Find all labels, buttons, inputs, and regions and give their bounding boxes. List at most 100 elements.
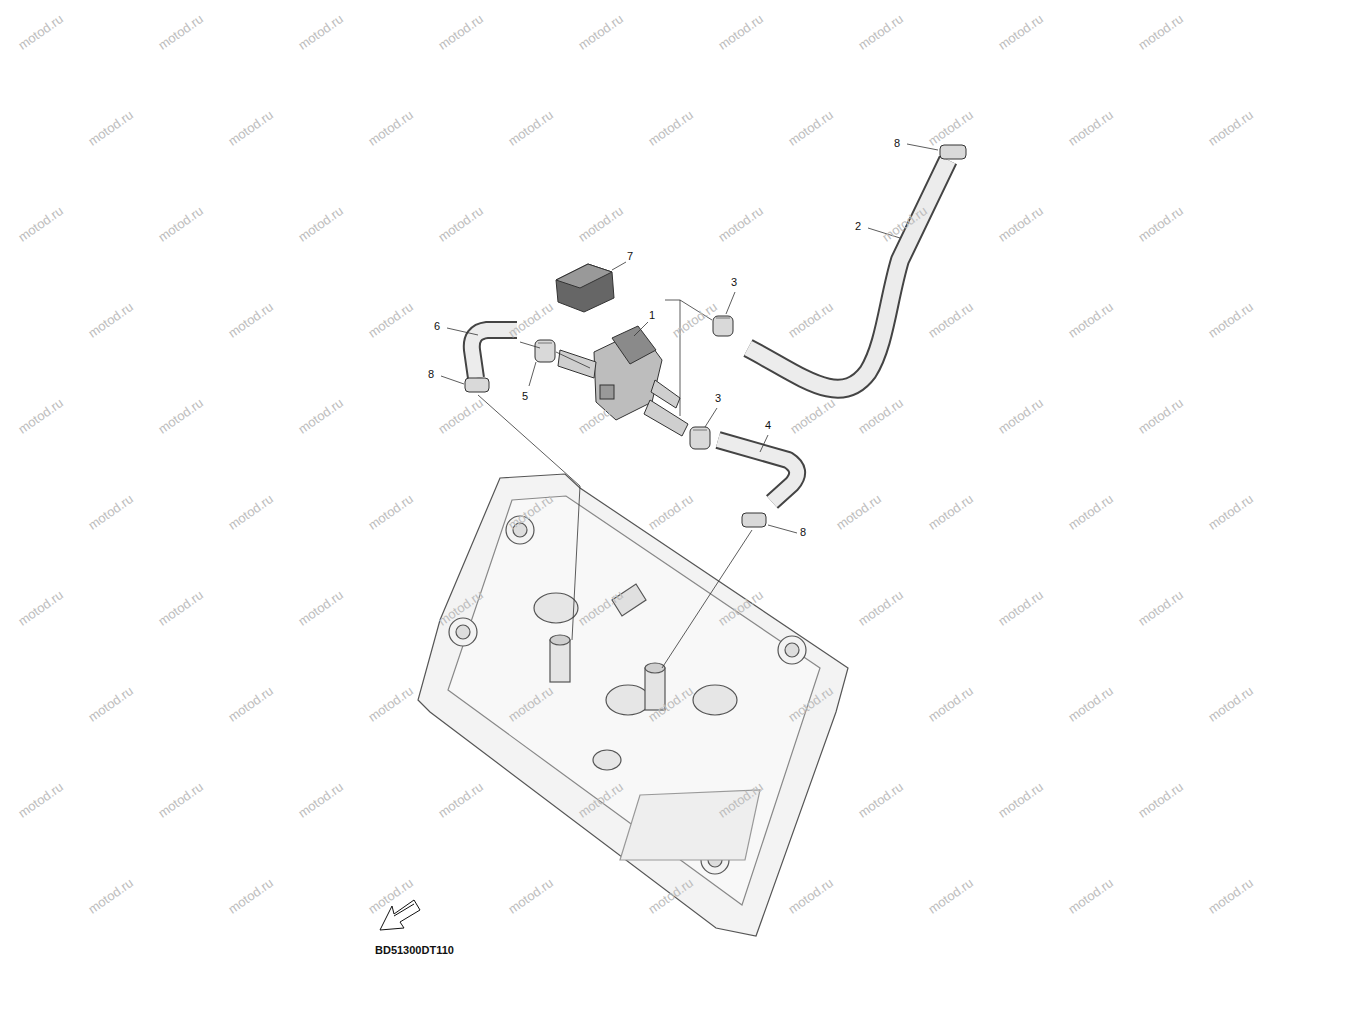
watermark: motod.ru — [716, 12, 766, 53]
watermark: motod.ru — [670, 300, 720, 341]
watermark: motod.ru — [1066, 300, 1116, 341]
watermark: motod.ru — [296, 780, 346, 821]
callout-number: 6 — [434, 320, 440, 332]
watermark: motod.ru — [506, 492, 556, 533]
watermark: motod.ru — [786, 876, 836, 917]
watermark: motod.ru — [16, 396, 66, 437]
watermark: motod.ru — [996, 12, 1046, 53]
watermark: motod.ru — [226, 684, 276, 725]
callout-number: 3 — [731, 276, 737, 288]
watermark: motod.ru — [1136, 588, 1186, 629]
callout-number: 8 — [800, 526, 806, 538]
watermark: motod.ru — [786, 684, 836, 725]
watermark: motod.ru — [86, 684, 136, 725]
watermark: motod.ru — [366, 876, 416, 917]
callout-number: 2 — [855, 220, 861, 232]
watermark: motod.ru — [834, 492, 884, 533]
watermark: motod.ru — [926, 300, 976, 341]
watermark: motod.ru — [996, 204, 1046, 245]
watermark: motod.ru — [1206, 108, 1256, 149]
watermark: motod.ru — [226, 108, 276, 149]
watermark: motod.ru — [646, 876, 696, 917]
watermark: motod.ru — [576, 780, 626, 821]
callout-number: 7 — [627, 250, 633, 262]
watermark: motod.ru — [86, 876, 136, 917]
air-hose — [472, 160, 948, 502]
watermark: motod.ru — [1136, 396, 1186, 437]
watermark: motod.ru — [226, 492, 276, 533]
callout-number: 8 — [428, 368, 434, 380]
watermark: motod.ru — [1066, 492, 1116, 533]
watermark: motod.ru — [1206, 300, 1256, 341]
watermark: motod.ru — [296, 396, 346, 437]
watermark: motod.ru — [1066, 684, 1116, 725]
watermark: motod.ru — [156, 588, 206, 629]
watermark: motod.ru — [856, 588, 906, 629]
watermark: motod.ru — [86, 300, 136, 341]
watermark: motod.ru — [996, 396, 1046, 437]
watermark: motod.ru — [1136, 780, 1186, 821]
watermark: motod.ru — [646, 492, 696, 533]
watermark: motod.ru — [788, 396, 838, 437]
watermark: motod.ru — [226, 300, 276, 341]
head-cover — [418, 474, 848, 936]
callout-number: 3 — [715, 392, 721, 404]
watermark: motod.ru — [366, 108, 416, 149]
watermark: motod.ru — [996, 780, 1046, 821]
diagram-code: BD51300DT110 — [375, 944, 454, 956]
watermark: motod.ru — [156, 204, 206, 245]
watermark: motod.ru — [926, 108, 976, 149]
watermark: motod.ru — [856, 396, 906, 437]
watermark: motod.ru — [926, 684, 976, 725]
watermark: motod.ru — [366, 492, 416, 533]
watermark: motod.ru — [296, 204, 346, 245]
watermark: motod.ru — [296, 12, 346, 53]
watermark: motod.ru — [436, 12, 486, 53]
watermark: motod.ru — [856, 780, 906, 821]
callout-number: 8 — [894, 137, 900, 149]
watermark: motod.ru — [996, 588, 1046, 629]
watermark: motod.ru — [1066, 108, 1116, 149]
watermark: motod.ru — [926, 876, 976, 917]
watermark: motod.ru — [786, 108, 836, 149]
watermark: motod.ru — [506, 684, 556, 725]
watermark: motod.ru — [16, 780, 66, 821]
watermark: motod.ru — [436, 588, 486, 629]
watermark: motod.ru — [366, 684, 416, 725]
watermark: motod.ru — [506, 108, 556, 149]
watermark: motod.ru — [786, 300, 836, 341]
leader-line — [441, 144, 938, 533]
watermark: motod.ru — [16, 204, 66, 245]
watermark: motod.ru — [880, 204, 930, 245]
watermark: motod.ru — [576, 396, 626, 437]
watermark: motod.ru — [1136, 12, 1186, 53]
watermark: motod.ru — [576, 204, 626, 245]
watermark: motod.ru — [226, 876, 276, 917]
watermark: motod.ru — [576, 588, 626, 629]
callout-number: 4 — [765, 419, 771, 431]
watermark: motod.ru — [156, 780, 206, 821]
callout-number: 5 — [522, 390, 528, 402]
watermark: motod.ru — [1136, 204, 1186, 245]
guide-line — [478, 300, 752, 668]
watermark: motod.ru — [506, 300, 556, 341]
watermark: motod.ru — [646, 108, 696, 149]
watermark: motod.ru — [16, 12, 66, 53]
watermark: motod.ru — [1206, 492, 1256, 533]
watermark: motod.ru — [366, 300, 416, 341]
watermark: motod.ru — [716, 780, 766, 821]
watermark: motod.ru — [156, 12, 206, 53]
watermark: motod.ru — [86, 492, 136, 533]
air-cut-valve — [558, 326, 688, 436]
watermark: motod.ru — [926, 492, 976, 533]
watermark: motod.ru — [646, 684, 696, 725]
watermark: motod.ru — [86, 108, 136, 149]
watermark: motod.ru — [716, 204, 766, 245]
watermark: motod.ru — [156, 396, 206, 437]
watermark: motod.ru — [856, 12, 906, 53]
watermark: motod.ru — [576, 12, 626, 53]
watermark: motod.ru — [436, 780, 486, 821]
watermark: motod.ru — [436, 204, 486, 245]
watermark: motod.ru — [296, 588, 346, 629]
